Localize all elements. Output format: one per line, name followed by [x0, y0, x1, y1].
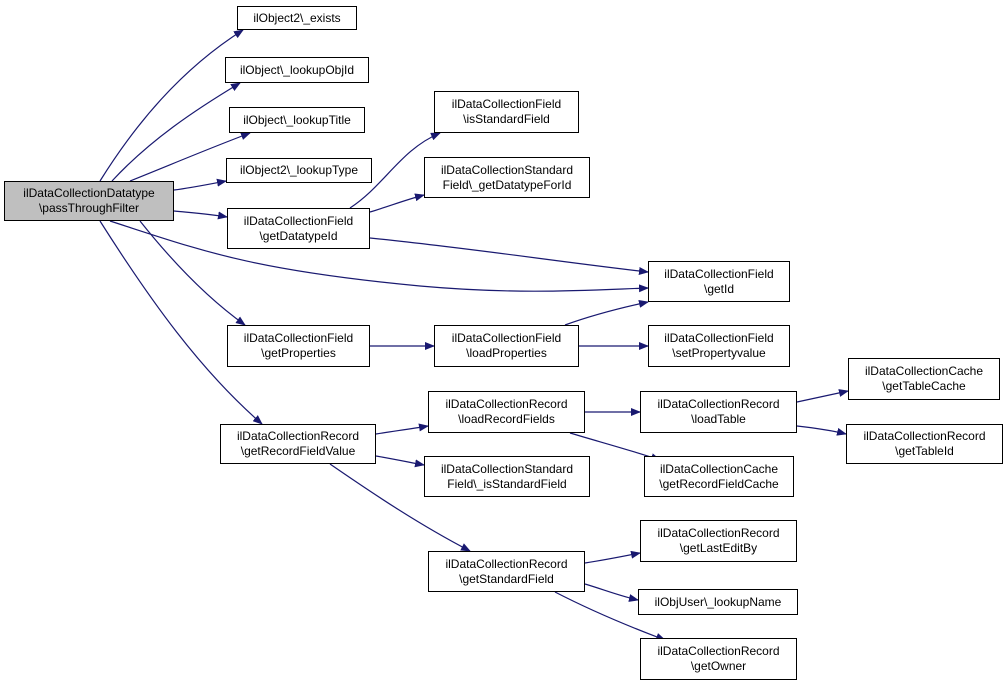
edge-record_getrecordfieldvalue-to-std_isstandardfield	[375, 455, 425, 468]
node-label-line2: \getStandardField	[459, 571, 554, 586]
node-label-line2: \getRecordFieldValue	[240, 444, 356, 458]
node-obj2-exists[interactable]: ilObject2\_exists	[237, 6, 357, 30]
node-label-line1: ilObject\_lookupObjId	[239, 62, 355, 77]
node-label-line1: ilDataCollectionRecord	[657, 526, 780, 540]
edge-field_getdatatypeid-to-std_getdatatypeforid	[369, 193, 425, 213]
node-label-line2: \getId	[703, 281, 735, 296]
node-label-line2: Field\_isStandardField	[447, 476, 567, 491]
node-label-line2: \setPropertyvalue	[672, 346, 766, 360]
node-record-loadrecordfields[interactable]: ilDataCollectionRecord \loadRecordFields	[428, 391, 585, 433]
node-field-loadproperties[interactable]: ilDataCollectionField \loadProperties	[434, 325, 579, 367]
node-label-line1: ilDataCollectionRecord	[863, 429, 986, 443]
node-label-line2: \getTableCache	[882, 379, 966, 393]
edge-field_getdatatypeid-to-field_isstandardfield	[349, 132, 441, 209]
node-label-line1: ilObject2\_lookupType	[239, 163, 359, 177]
node-label-line1: ilDataCollectionField	[451, 97, 562, 111]
node-objuser-lookupname[interactable]: ilObjUser\_lookupName	[638, 589, 798, 615]
edge-record_getrecordfieldvalue-to-record_loadrecordfields	[375, 423, 429, 435]
node-record-loadtable[interactable]: ilDataCollectionRecord \loadTable	[640, 391, 797, 433]
edge-root-to-field_getdatatypeid	[173, 210, 228, 220]
node-label-line2: \passThroughFilter	[38, 201, 140, 215]
edge-record_loadtable-to-record_gettableid	[796, 425, 847, 436]
edge-record_getstandardfield-to-record_getlasteditby	[584, 550, 641, 564]
edge-field_getdatatypeid-to-field_getid	[369, 237, 649, 275]
edge-record_getrecordfieldvalue-to-record_getstandardfield	[329, 463, 471, 552]
edge-field_loadproperties-to-field_getid	[564, 299, 649, 326]
edge-root-to-obj_lookupobjid	[111, 82, 241, 182]
node-label-line1: ilObject2\_exists	[253, 10, 341, 25]
node-std-getdatatypeforid[interactable]: ilDataCollectionStandard Field\_getDatat…	[424, 157, 590, 198]
node-obj-lookuptitle[interactable]: ilObject\_lookupTitle	[229, 107, 365, 133]
node-label-line1: ilDataCollectionRecord	[236, 429, 360, 443]
node-label-line1: ilDataCollectionField	[451, 331, 562, 345]
node-label-line2: \loadProperties	[466, 346, 547, 360]
node-root-passthroughfilter: ilDataCollectionDatatype \passThroughFil…	[4, 181, 174, 221]
node-label-line1: ilDataCollectionRecord	[657, 644, 780, 658]
node-label-line1: ilDataCollectionField	[243, 331, 354, 345]
node-label-line1: ilDataCollectionCache	[864, 364, 984, 378]
node-record-getlasteditby[interactable]: ilDataCollectionRecord \getLastEditBy	[640, 520, 797, 562]
node-field-setpropertyvalue[interactable]: ilDataCollectionField \setPropertyvalue	[648, 325, 790, 367]
node-field-getproperties[interactable]: ilDataCollectionField \getProperties	[227, 325, 370, 367]
node-label-line2: \getTableId	[895, 444, 954, 458]
node-label-line2: \getOwner	[690, 659, 747, 673]
node-label-line1: ilDataCollectionField	[243, 213, 354, 228]
edge-record_getstandardfield-to-objuser_lookupname	[584, 583, 639, 602]
node-obj-lookupobjid[interactable]: ilObject\_lookupObjId	[225, 57, 369, 83]
node-label-line1: ilDataCollectionStandard	[440, 162, 574, 177]
node-label-line1: ilDataCollectionDatatype	[23, 186, 155, 200]
node-label-line1: ilDataCollectionField	[664, 266, 774, 281]
edge-record_loadtable-to-cache_gettablecache	[796, 389, 849, 403]
node-obj2-lookuptype[interactable]: ilObject2\_lookupType	[226, 158, 372, 183]
edge-root-to-obj_lookuptitle	[129, 132, 251, 182]
node-label-line1: ilDataCollectionRecord	[445, 397, 568, 411]
edge-root-to-field_getid	[109, 220, 649, 293]
node-field-getdatatypeid[interactable]: ilDataCollectionField \getDatatypeId	[227, 208, 370, 249]
node-label-line1: ilDataCollectionStandard	[440, 461, 574, 476]
node-label-line2: \getDatatypeId	[259, 228, 338, 243]
node-label-line1: ilObject\_lookupTitle	[243, 112, 351, 127]
edge-root-to-obj2_lookuptype	[173, 178, 227, 191]
node-field-isstandardfield[interactable]: ilDataCollectionField \isStandardField	[434, 91, 579, 133]
node-label-line1: ilObjUser\_lookupName	[654, 594, 782, 609]
edge-root-to-record_getrecordfieldvalue	[99, 220, 263, 425]
node-record-getstandardfield[interactable]: ilDataCollectionRecord \getStandardField	[428, 551, 585, 592]
node-label-line1: ilDataCollectionCache	[659, 461, 779, 476]
edge-root-to-field_getproperties	[139, 220, 246, 326]
node-record-getrecordfieldvalue[interactable]: ilDataCollectionRecord \getRecordFieldVa…	[220, 424, 376, 464]
node-label-line2: \getRecordFieldCache	[659, 476, 779, 491]
node-cache-gettablecache[interactable]: ilDataCollectionCache \getTableCache	[848, 358, 1000, 400]
node-label-line2: Field\_getDatatypeForId	[442, 177, 572, 192]
node-label-line2: \loadRecordFields	[458, 412, 555, 426]
node-cache-getrecordfieldcache[interactable]: ilDataCollectionCache \getRecordFieldCac…	[644, 456, 794, 497]
edge-record_getstandardfield-to-record_getowner	[554, 591, 666, 641]
node-label-line1: ilDataCollectionRecord	[445, 556, 568, 571]
node-label-line1: ilDataCollectionRecord	[657, 397, 780, 411]
node-field-getid[interactable]: ilDataCollectionField \getId	[648, 261, 790, 302]
node-record-getowner[interactable]: ilDataCollectionRecord \getOwner	[640, 638, 797, 680]
edge-root-to-obj2_exists	[99, 29, 244, 182]
node-label-line1: ilDataCollectionField	[664, 331, 774, 345]
node-label-line2: \loadTable	[691, 412, 746, 426]
node-std-isstandardfield[interactable]: ilDataCollectionStandard Field\_isStanda…	[424, 456, 590, 497]
node-label-line2: \getProperties	[261, 346, 336, 360]
node-label-line2: \isStandardField	[463, 112, 550, 126]
node-label-line2: \getLastEditBy	[679, 541, 758, 555]
node-record-gettableid[interactable]: ilDataCollectionRecord \getTableId	[846, 424, 1003, 464]
